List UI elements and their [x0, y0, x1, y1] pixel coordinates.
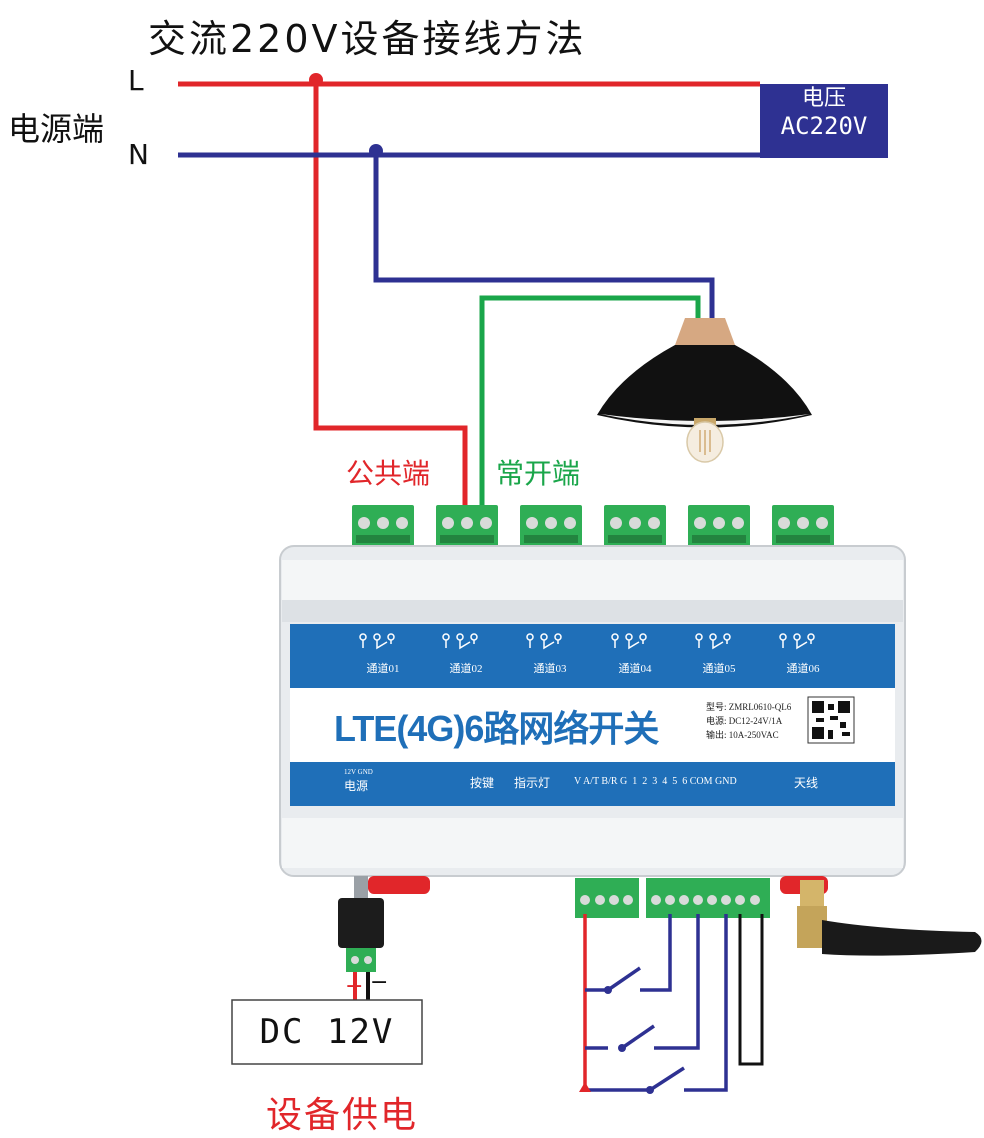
psu-caption: 设备供电 [266, 1095, 419, 1136]
channel-label: 通道06 [786, 663, 820, 675]
bottom-terminal-blocks [575, 878, 770, 918]
psu-minus-sign: − [370, 970, 389, 995]
channel-label: 通道04 [618, 663, 652, 675]
channel-relay-icons [359, 633, 815, 650]
power-side-label: 电源端 [8, 110, 105, 148]
input-switch-wiring [583, 914, 764, 1092]
switched-wire [479, 295, 701, 520]
channel-label: 通道03 [533, 663, 567, 675]
din-clip-left [368, 876, 430, 894]
neutral-junction-dot [369, 144, 383, 158]
dc-jack-icon [338, 876, 384, 972]
power-supply-box [231, 999, 423, 1065]
spec-output: 输出: 10A-250VAC [706, 730, 779, 740]
page-title: 交流220V设备接线方法 [148, 17, 587, 61]
spec-power: 电源: DC12-24V/1A [706, 716, 783, 726]
indicator-label: 指示灯 [514, 776, 551, 790]
device-body [279, 545, 906, 877]
channel-label: 通道05 [702, 663, 736, 675]
normally-open-label: 常开端 [496, 457, 581, 490]
lamp-icon [597, 318, 812, 463]
channel-label: 通道02 [449, 663, 483, 675]
load-box-line1: 电压 [801, 86, 846, 111]
neutral-label: N [128, 138, 149, 171]
top-terminal-blocks [352, 505, 834, 549]
spec-model: 型号: ZMRL0610-QL6 [706, 702, 792, 712]
power-terminal-small-label: 12V GND [344, 768, 373, 776]
psu-voltage-label: DC 12V [259, 1012, 395, 1052]
live-label: L [128, 64, 144, 97]
antenna-label: 天线 [794, 776, 819, 790]
common-terminal-label: 公共端 [346, 457, 431, 490]
power-terminal-label: 电源 [344, 779, 369, 793]
device-name: LTE(4G)6路网络开关 [334, 708, 659, 749]
switch-contact-dots [579, 986, 654, 1094]
channel-label: 通道01 [366, 663, 400, 675]
load-box-line2: AC220V [780, 112, 868, 140]
psu-plus-sign: + [345, 974, 364, 999]
antenna-icon [797, 880, 982, 956]
neutral-wire-to-lamp [373, 152, 715, 318]
live-wire-to-common [313, 84, 468, 520]
live-junction-dot [309, 73, 323, 87]
button-label: 按键 [470, 776, 495, 790]
load-box [760, 84, 888, 158]
io-terminal-label: V A/T B/R G 1 2 3 4 5 6 COM GND [574, 776, 737, 787]
